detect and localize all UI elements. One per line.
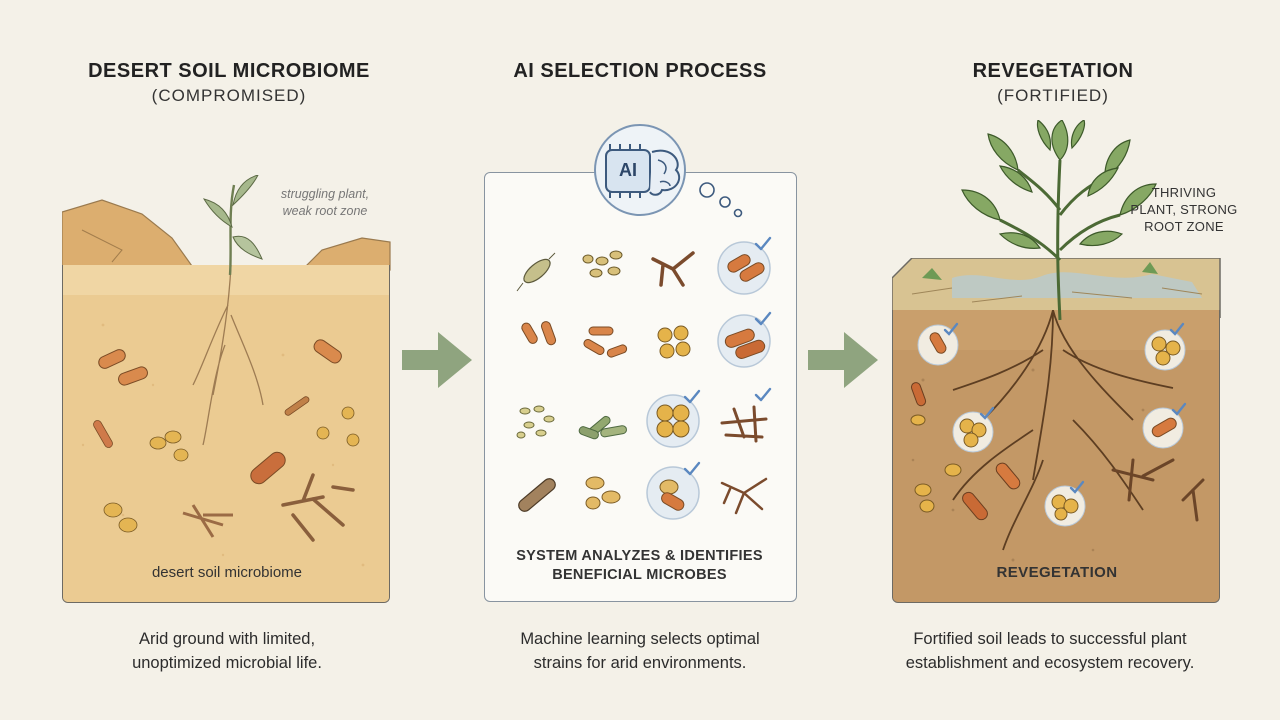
desert-soil-panel [62,265,390,603]
title-ai-selection: AI SELECTION PROCESS [513,60,767,82]
caption-desert: Arid ground with limited, unoptimized mi… [37,627,417,675]
caption-revegetation-line-2: establishment and ecosystem recovery. [905,654,1195,672]
caption-desert-line-1: Arid ground with limited, [138,630,316,648]
annotation-thriving-line-1: THRIVING [1151,185,1217,200]
caption-ai: Machine learning selects optimal strains… [450,627,830,675]
ai-brain-icon [580,120,743,220]
revegetation-panel [892,310,1220,603]
caption-ai-line-2: strains for arid environments. [533,654,747,672]
ai-panel-label-line-2: BENEFICIAL MICROBES [552,567,727,583]
caption-desert-line-2: unoptimized microbial life. [132,654,322,672]
desert-panel-label: desert soil microbiome [151,564,303,581]
annotation-line-1: struggling plant, [280,187,370,201]
ai-panel-label: SYSTEM ANALYZES & IDENTIFIES BENEFICIAL … [484,547,795,585]
revegetation-panel-label: REVEGETATION [996,564,1118,581]
caption-ai-line-1: Machine learning selects optimal [520,630,760,648]
thriving-plant [960,120,1160,320]
revegetation-surface [892,258,1222,318]
ai-badge-label: AI [619,160,637,180]
arrow-right-icon [402,332,474,388]
annotation-struggling-plant: struggling plant, weak root zone [265,186,385,220]
subtitle-fortified: (FORTIFIED) [997,86,1109,105]
annotation-line-2: weak root zone [282,204,368,218]
ai-panel-label-line-1: SYSTEM ANALYZES & IDENTIFIES [516,548,763,564]
title-desert-soil: DESERT SOIL MICROBIOME [88,60,370,82]
annotation-thriving-line-3: ROOT ZONE [1144,219,1224,234]
struggling-plant [200,175,270,275]
caption-revegetation-line-1: Fortified soil leads to successful plant [913,630,1187,648]
annotation-thriving-line-2: PLANT, STRONG [1130,202,1238,217]
arrow-right-icon [808,332,880,388]
caption-revegetation: Fortified soil leads to successful plant… [860,627,1240,675]
annotation-thriving-plant: THRIVING PLANT, STRONG ROOT ZONE [1124,184,1244,235]
title-revegetation: REVEGETATION [972,60,1134,82]
ai-selection-panel [484,172,797,602]
microbe-cluster-desert [93,339,360,542]
microbe-grid [516,236,772,520]
subtitle-compromised: (COMPROMISED) [151,86,307,105]
